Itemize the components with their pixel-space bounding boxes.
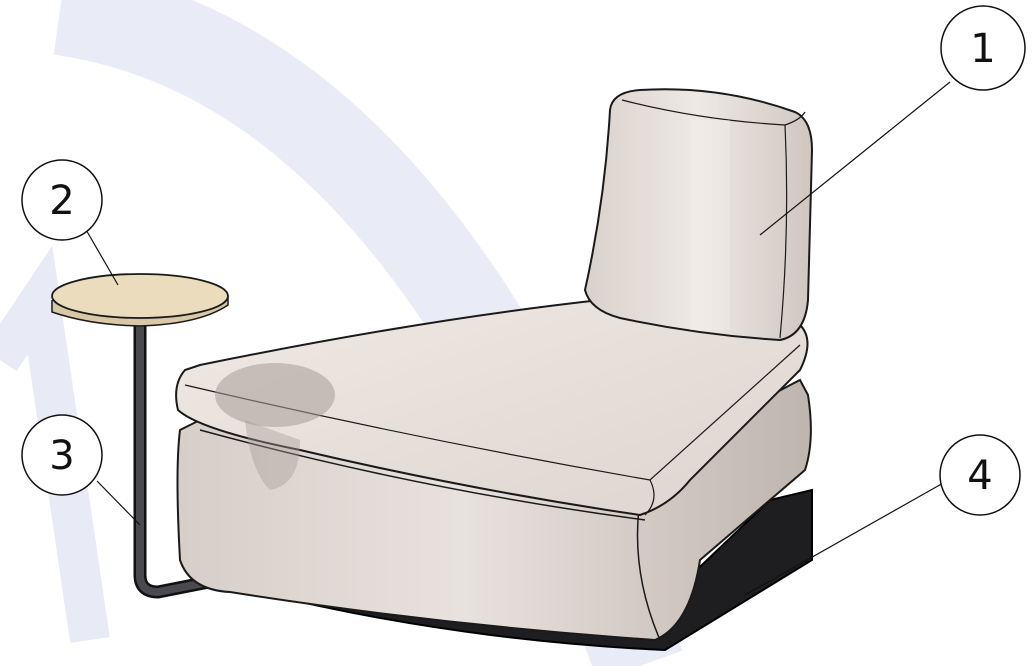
callout-2-label: 2 [49,178,74,224]
backrest-cushion [585,89,812,340]
callout-4-label: 4 [967,453,992,499]
table-shadow [215,363,335,427]
callout-1-label: 1 [970,26,995,72]
callout-1: 1 [941,6,1025,90]
callout-3-label: 3 [49,433,74,479]
callout-4: 4 [940,435,1020,515]
callout-2: 2 [22,160,102,240]
side-table-top [52,274,228,326]
callout-3: 3 [22,415,102,495]
